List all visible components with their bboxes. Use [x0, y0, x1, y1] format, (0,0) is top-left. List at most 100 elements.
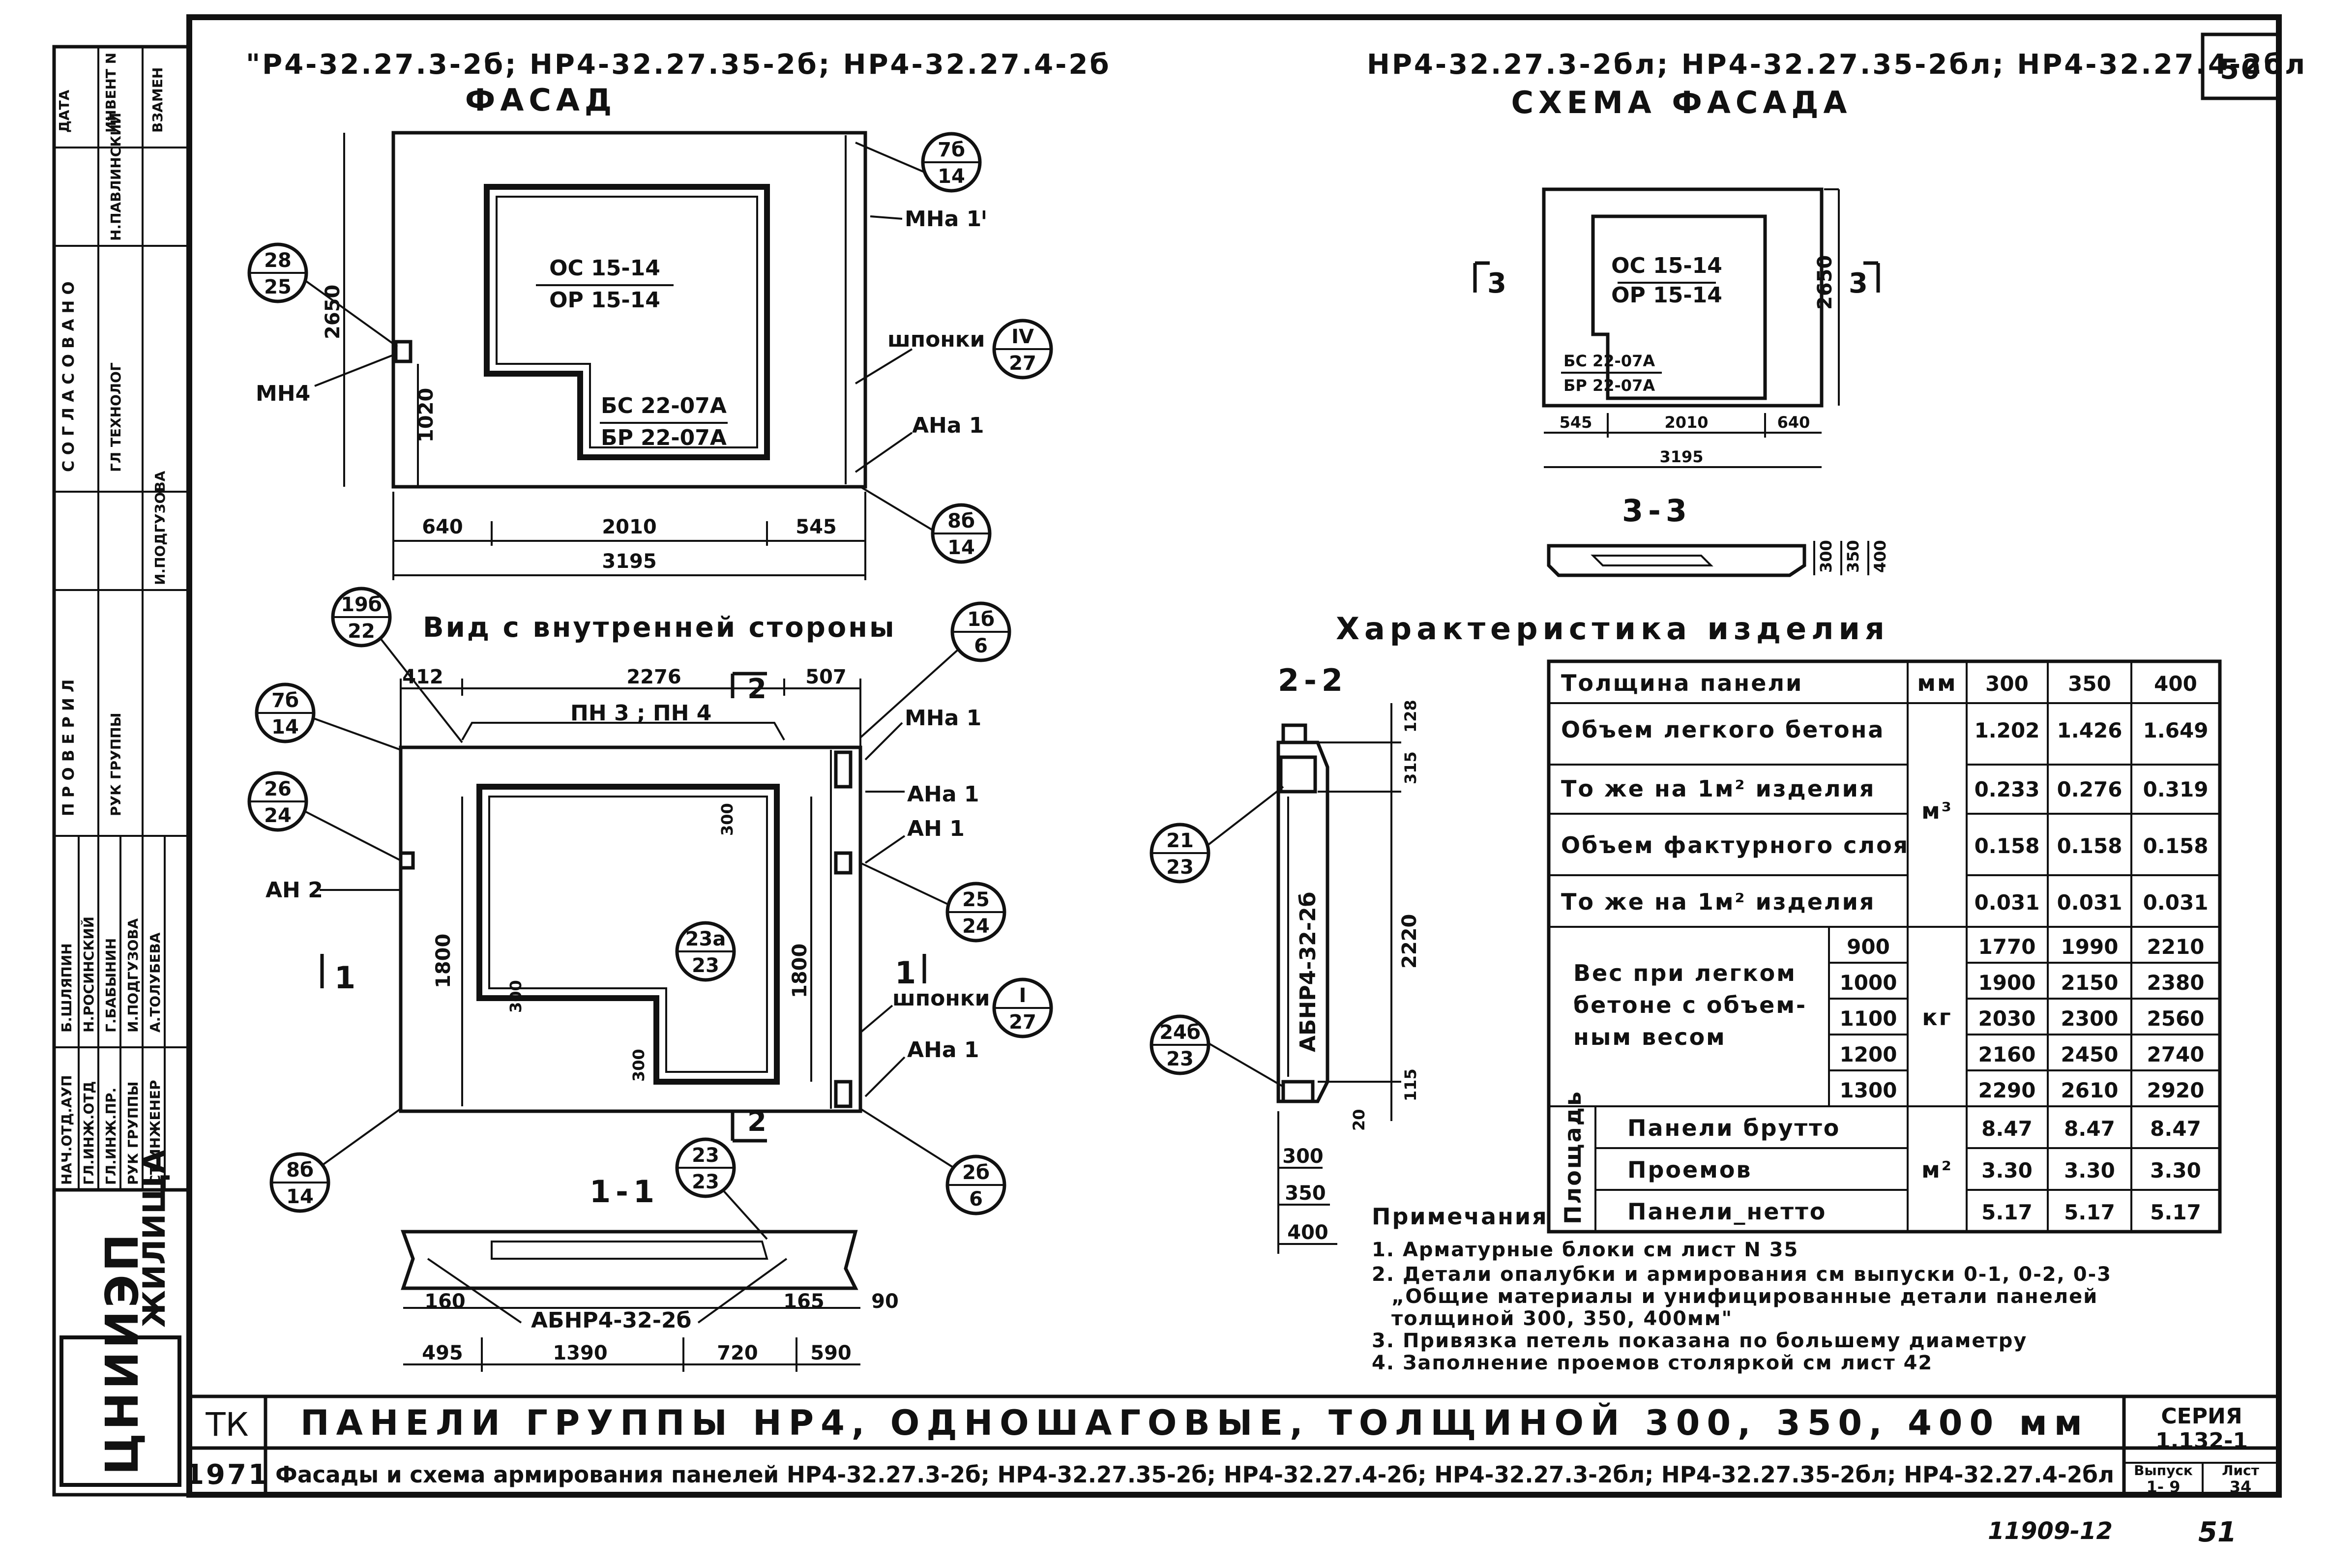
s22-dim-20: 20: [1350, 1109, 1368, 1131]
table-unit-m3: м³: [1921, 798, 1953, 824]
table-cell: 2150: [2061, 971, 2119, 995]
facade-dim-1020: 1020: [415, 388, 438, 443]
table-cell: 2300: [2061, 1006, 2119, 1031]
scheme-opening: [1591, 214, 1767, 400]
facade-door-top: БС 22-07А: [601, 393, 727, 418]
scheme-header-marks: НР4-32.27.3-2бл; НР4-32.27.35-2бл; НР4-3…: [1367, 49, 2307, 81]
svg-text:14: 14: [271, 716, 299, 739]
s11-dim-90: 90: [871, 1290, 899, 1313]
issue-value: 1- 9: [2147, 1478, 2181, 1496]
inner-dim-2276: 2276: [626, 666, 681, 688]
s22-dim-350: 350: [1285, 1182, 1326, 1205]
callout: 19б 22: [331, 587, 463, 743]
callout: I 27: [992, 977, 1053, 1038]
section-2-2-title: 2-2: [1278, 662, 1348, 698]
section-1-1-title: 1-1: [590, 1174, 659, 1210]
table-cell: 1.202: [1975, 718, 2040, 742]
callout: 23 23: [675, 1137, 768, 1240]
area-row-name: Панели_нетто: [1627, 1198, 1827, 1225]
svg-text:25: 25: [962, 888, 990, 911]
weight-label: ным весом: [1573, 1024, 1726, 1050]
svg-text:19б: 19б: [341, 593, 382, 616]
facade-title: ФАСАД: [465, 82, 617, 118]
svg-text:8б: 8б: [947, 510, 975, 533]
table-cell: 2030: [1978, 1006, 2036, 1031]
callout: 24б 23: [1150, 1014, 1284, 1088]
inner-panel: [399, 745, 862, 1113]
issue-label: Выпуск: [2134, 1462, 2193, 1479]
table-cell: 5.17: [2150, 1200, 2201, 1224]
table-cell: 0.233: [1975, 777, 2040, 801]
scheme-opening-top: ОС 15-14: [1611, 253, 1722, 278]
svg-text:23: 23: [1166, 856, 1194, 879]
table-header-name: Толщина панели: [1561, 670, 1803, 696]
table-cell: 2380: [2147, 971, 2205, 995]
svg-text:28: 28: [264, 249, 292, 272]
scheme-dim-640: 640: [1777, 413, 1810, 432]
facade-door-bottom: БР 22-07А: [601, 425, 727, 450]
svg-text:26: 26: [264, 778, 292, 800]
inner-section-right: 1: [895, 955, 921, 991]
staff-name: И.ПОДГУЗОВА: [125, 918, 141, 1033]
callout: IV 27: [992, 319, 1053, 380]
label-mn4: МН4: [256, 381, 310, 406]
weight-density: 1200: [1840, 1042, 1897, 1066]
section-3-3-dim: 300: [1817, 540, 1835, 573]
note-line: 1. Арматурные блоки см лист N 35: [1372, 1239, 1798, 1261]
table-cell: 1.649: [2143, 718, 2209, 742]
inner-pn-label: ПН 3 ; ПН 4: [570, 701, 711, 726]
staff-name: Г.БАБЫНИН: [103, 938, 119, 1033]
table-row-name: Объем легкого бетона: [1561, 716, 1885, 743]
facade-dim-2010: 2010: [602, 516, 656, 538]
staff-name: Б.ШЛЯПИН: [59, 943, 75, 1033]
table-cell: 3.30: [2150, 1158, 2201, 1183]
note-line: „Общие материалы и унифицированные детал…: [1391, 1285, 2098, 1308]
inner-section-bottom: 2: [747, 1106, 768, 1138]
facade-dim-height: 2650: [322, 285, 344, 339]
inner-title: Вид с внутренней стороны: [423, 612, 896, 644]
scheme-section-right: 3: [1849, 267, 1870, 299]
inner-dim-300-mid: 300: [506, 980, 525, 1013]
scheme-panel: [1542, 187, 1824, 408]
title-block: ТК 1971 ПАНЕЛИ ГРУППЫ НР4, ОДНОШАГОВЫЕ, …: [185, 1394, 2279, 1496]
weight-density: 1000: [1840, 971, 1897, 995]
callout: 1б 6: [859, 601, 1011, 739]
sheet-number: 50: [2220, 54, 2262, 86]
svg-text:21: 21: [1166, 829, 1194, 852]
svg-text:24б: 24б: [1159, 1021, 1201, 1044]
table-cell: 1770: [1978, 935, 2036, 959]
note-line: толщиной 300, 350, 400мм": [1391, 1307, 1733, 1330]
stamp-date: ДАТА: [56, 89, 72, 133]
svg-text:14: 14: [947, 536, 975, 559]
characteristics-table: Характеристика изделия Толщина панели: [1336, 611, 2222, 1234]
section-3-3-dim: 350: [1844, 540, 1862, 573]
stamp-approval-name: Н.ПАВЛИНСКИЙ: [107, 113, 124, 241]
table-cell: 2560: [2147, 1006, 2205, 1031]
inner-dim-507: 507: [805, 666, 847, 688]
table-cell: 1.426: [2057, 718, 2123, 742]
weight-density: 900: [1847, 935, 1890, 959]
table-row-name: То же на 1м² изделия: [1561, 888, 1875, 915]
scheme-opening-bottom: ОР 15-14: [1611, 283, 1722, 308]
note-line: 4. Заполнение проемов столяркой см лист …: [1372, 1352, 1933, 1374]
svg-text:23а: 23а: [685, 928, 726, 950]
label-an1: АН 1: [907, 816, 965, 841]
callout: 7б 14: [855, 132, 982, 193]
table-cell: 0.031: [2143, 890, 2209, 915]
svg-text:7б: 7б: [938, 139, 965, 161]
svg-text:23: 23: [1166, 1048, 1194, 1070]
staff-role: ГЛ.ИНЖ.ОТД: [81, 1081, 97, 1185]
series-value: 1.132-1: [2155, 1428, 2248, 1453]
inner-view: Вид с внутренней стороны 412 2276 507 ПН…: [247, 587, 1053, 1215]
section-3-3: 3-3 300 350 400: [1547, 493, 1889, 577]
note-line: 2. Детали опалубки и армирования см выпу…: [1372, 1263, 2112, 1286]
sheet-number-box: 50: [2201, 32, 2281, 100]
s22-dim-315: 315: [1401, 751, 1420, 784]
table-header-unit: мм: [1917, 670, 1957, 696]
inner-dim-1800-left: 1800: [432, 934, 455, 988]
sheet-label: Лист: [2222, 1462, 2259, 1479]
stamp-replace: ВЗАМЕН: [149, 67, 166, 133]
callout: 8б 14: [269, 1108, 402, 1213]
table-cell: 5.17: [1981, 1200, 2033, 1224]
staff-role: СТ.ИНЖЕНЕР: [147, 1080, 163, 1185]
